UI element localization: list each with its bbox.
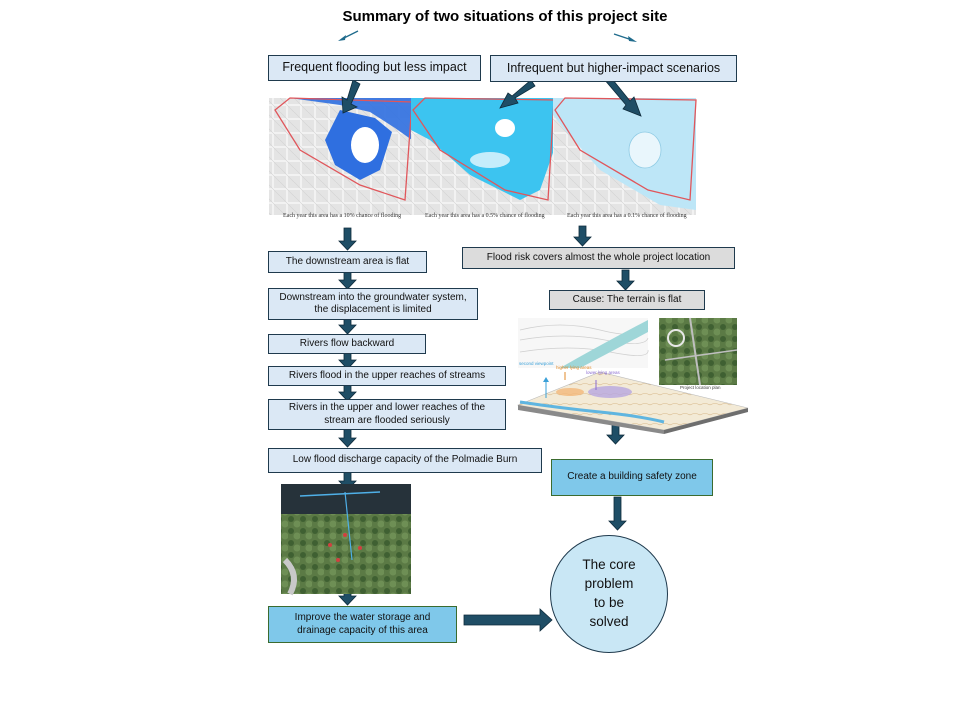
right-step-cause-terrain: Cause: The terrain is flat (549, 290, 705, 310)
core-problem-circle: The core problem to be solved (550, 535, 668, 653)
title-arrow-right (613, 33, 637, 42)
left-step-groundwater: Downstream into the groundwater system, … (268, 288, 478, 320)
map-caption-10: Each year this area has a 10% chance of … (283, 213, 402, 219)
terrain-sketch-plan (518, 318, 649, 368)
arrow-to-core-problem (463, 608, 553, 632)
map-caption-0-1: Each year this area has a 0.1% chance of… (567, 213, 687, 219)
title-arrow-left (338, 30, 359, 41)
flood-map-0-5-percent (411, 97, 555, 215)
right-step-flood-risk: Flood risk covers almost the whole proje… (462, 247, 735, 269)
core-problem-text: The core problem to be solved (582, 557, 636, 629)
header-infrequent-scenarios: Infrequent but higher-impact scenarios (490, 55, 737, 82)
solution-water-storage: Improve the water storage and drainage c… (268, 606, 457, 643)
project-location-aerial (659, 317, 738, 386)
left-step-rivers-backward: Rivers flow backward (268, 334, 426, 354)
terrain-legend-purple: lower lying areas (586, 370, 620, 375)
right-chain-arrows (573, 225, 635, 531)
map-caption-0-5: Each year this area has a 0.5% chance of… (425, 213, 545, 219)
flood-map-0-1-percent (553, 97, 697, 215)
terrain-legend-blue: second viewpoint (519, 361, 554, 366)
left-step-downstream-flat: The downstream area is flat (268, 251, 427, 273)
arrow-header-left-to-map1 (341, 79, 361, 114)
left-step-upper-reaches: Rivers flood in the upper reaches of str… (268, 366, 506, 386)
arrow-header-right-to-map2 (499, 79, 536, 109)
plan-caption: Project location plan (680, 385, 721, 390)
left-step-low-discharge: Low flood discharge capacity of the Polm… (268, 448, 542, 473)
left-chain-arrows (338, 227, 357, 606)
header-frequent-flooding: Frequent flooding but less impact (268, 55, 481, 81)
flood-map-10-percent (269, 97, 413, 215)
terrain-legend-orange: higher lying areas (556, 365, 592, 370)
left-step-upper-lower-flooded: Rivers in the upper and lower reaches of… (268, 399, 506, 430)
terrain-3d-model (516, 371, 749, 434)
solution-building-safety-zone: Create a building safety zone (551, 459, 713, 496)
polmadie-burn-aerial (281, 484, 411, 596)
diagram-title: Summary of two situations of this projec… (342, 8, 668, 25)
